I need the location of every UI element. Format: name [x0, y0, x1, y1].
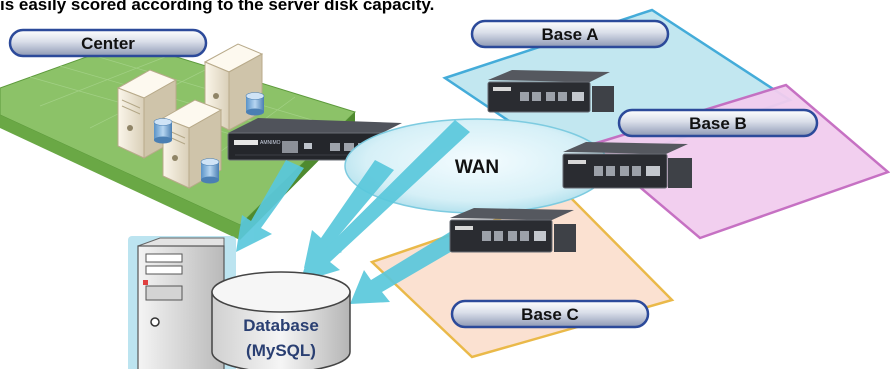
base-b-label: Base B	[689, 114, 747, 133]
arrow-center-right	[304, 160, 394, 268]
arrow-wan	[300, 120, 470, 282]
base-a-label: Base A	[541, 25, 598, 44]
disk-icon	[200, 158, 220, 184]
base-c-device	[449, 208, 576, 253]
sync-arrows	[236, 120, 478, 304]
base-c-pill: Base C	[450, 299, 650, 329]
database-server-tower	[128, 236, 236, 369]
disk-icon	[153, 118, 173, 144]
base-b-device	[562, 142, 692, 189]
disk-icon	[245, 92, 265, 116]
base-b-pill: Base B	[617, 108, 819, 138]
base-c-label: Base C	[521, 305, 579, 324]
arrow-base-c	[350, 222, 478, 304]
appliance-brand: AMNIMO	[260, 140, 281, 146]
center-platform-front	[0, 115, 240, 240]
page-heading: is easily scored according to the server…	[0, 0, 435, 14]
database-label-line1: Database	[243, 316, 319, 335]
base-a-pill: Base A	[470, 19, 670, 49]
center-pill: Center	[8, 28, 208, 58]
wan-label: WAN	[455, 157, 499, 178]
center-label: Center	[81, 34, 135, 53]
database-cylinder: Database (MySQL)	[211, 271, 351, 369]
arrow-center-left	[236, 160, 304, 252]
base-a-device	[487, 70, 614, 113]
database-label-line2: (MySQL)	[246, 341, 316, 360]
